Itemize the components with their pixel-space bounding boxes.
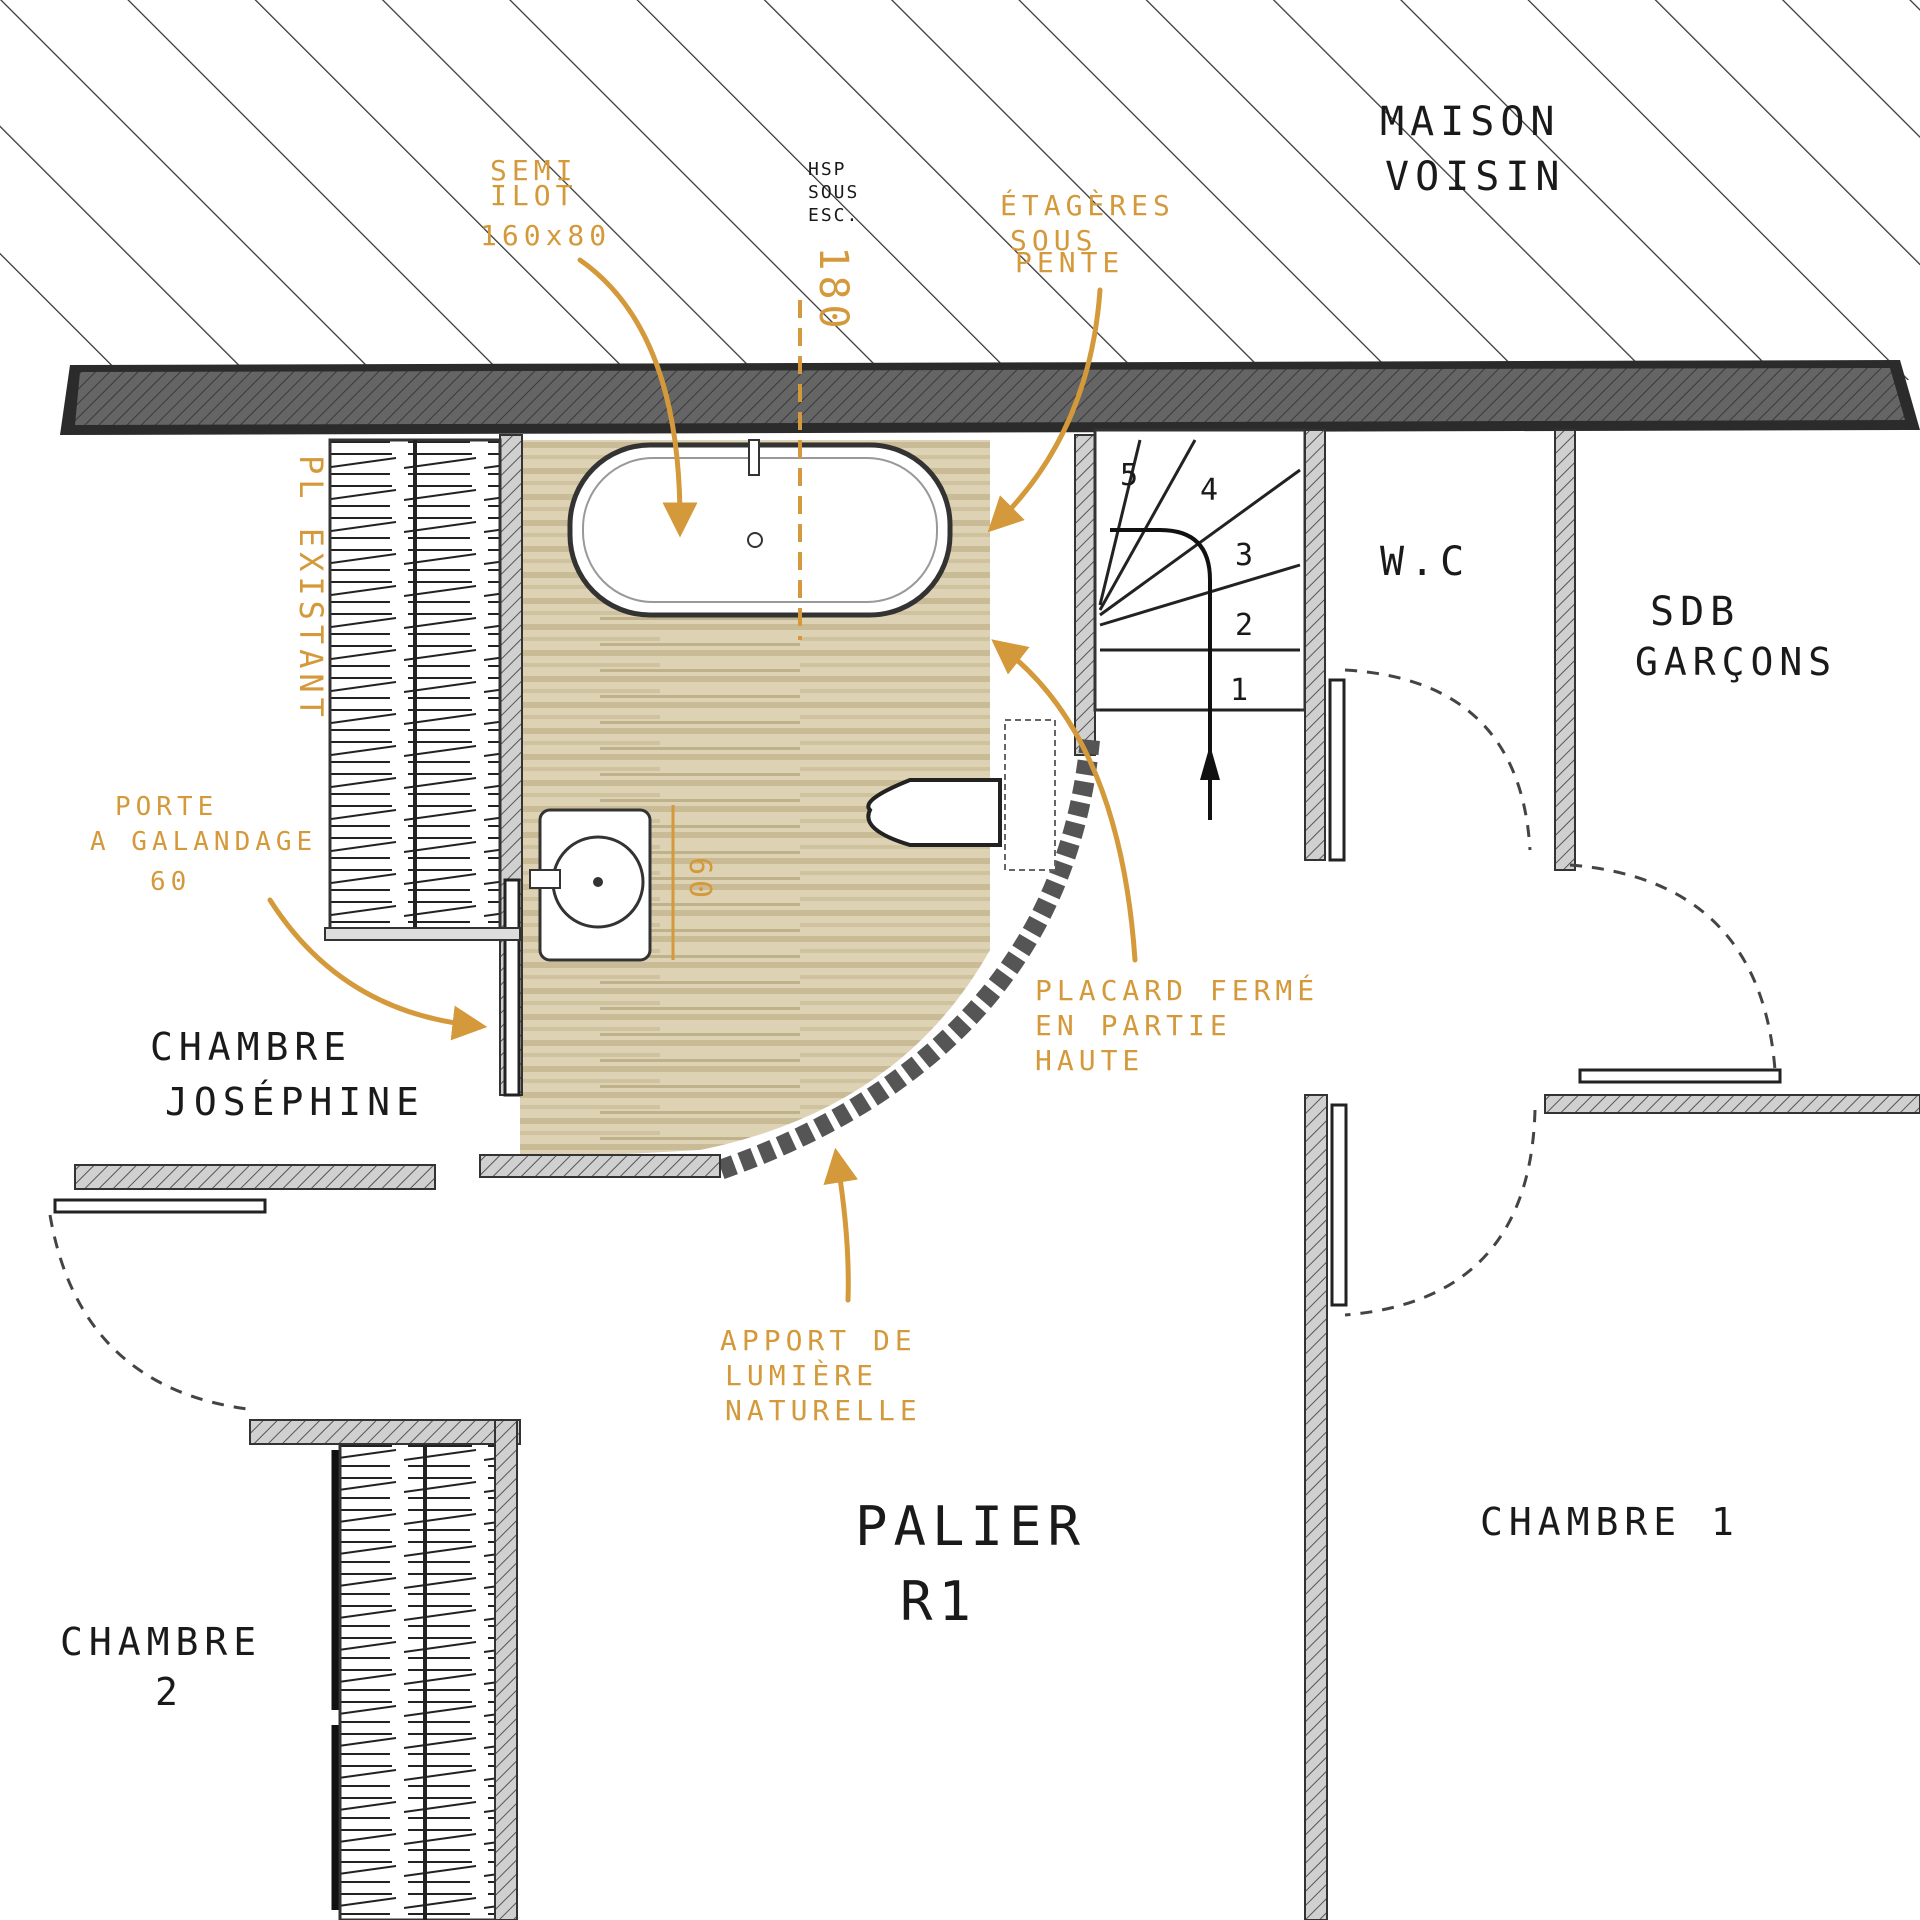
- chambre1-door-swing: [1344, 1109, 1537, 1317]
- arrow-etageres: [987, 287, 1103, 533]
- wc-right-wall: [1554, 429, 1576, 871]
- josephine-door-swing: [48, 1214, 256, 1412]
- closet-chambre-2: [249, 1419, 521, 1920]
- annotation-sous: SOUS: [808, 182, 859, 203]
- bathtub-icon: [567, 439, 953, 618]
- sliding-door: [503, 878, 521, 1097]
- arrow-galandage: [267, 897, 488, 1041]
- annotation-galandage-60: 60: [150, 867, 191, 897]
- wc-left-wall: [1304, 429, 1326, 861]
- stair-step-5: 5: [1120, 458, 1144, 493]
- annotation-etageres-sous: SOUS: [1010, 224, 1097, 257]
- label-sdb: SDB: [1650, 589, 1740, 635]
- label-chambre2-num: 2: [155, 1670, 184, 1714]
- annotation-lumiere: LUMIÈRE: [725, 1358, 878, 1392]
- curved-glass-block-wall: [716, 739, 1100, 1180]
- annotation-ilot: ILOT: [490, 179, 577, 212]
- chambre1-wall: [1304, 1094, 1328, 1920]
- annotation-naturelle: NATURELLE: [725, 1394, 922, 1427]
- label-voisin: VOISIN: [1385, 154, 1566, 200]
- bathroom-floor: [520, 440, 990, 1160]
- annotation-semi-ilot-dim: 160x80: [480, 219, 611, 252]
- sdb-bottom-wall: [1544, 1094, 1920, 1114]
- wc-door-leaf: [1328, 678, 1346, 862]
- annotation-semi: SEMI: [490, 154, 577, 187]
- annotation-hsp-value: 180: [810, 246, 856, 333]
- sink-dimension: 60: [671, 805, 717, 960]
- josephine-door-leaf: [53, 1198, 267, 1214]
- label-garcons: GARÇONS: [1635, 640, 1837, 684]
- bathroom-bottom-wall: [479, 1154, 721, 1178]
- label-wc: W.C: [1380, 539, 1470, 585]
- toilet-icon: [866, 719, 1056, 871]
- stair-step-4: 4: [1200, 473, 1224, 508]
- chambre1-door-leaf: [1330, 1103, 1348, 1307]
- label-josephine: JOSÉPHINE: [165, 1080, 425, 1124]
- annotation-apport: APPORT DE: [720, 1324, 917, 1357]
- label-r1: R1: [900, 1570, 977, 1633]
- existing-closet: [324, 438, 521, 941]
- arrow-semi-ilot: [577, 257, 698, 538]
- sdb-door-leaf: [1578, 1068, 1782, 1084]
- annotation-galandage: A GALANDAGE: [90, 827, 317, 857]
- label-chambre-josephine: CHAMBRE: [150, 1025, 352, 1069]
- josephine-wall: [74, 1164, 436, 1190]
- wc-door-swing: [1344, 668, 1532, 851]
- label-chambre2: CHAMBRE: [60, 1620, 262, 1664]
- annotation-porte: PORTE: [115, 792, 218, 822]
- stair-step-3: 3: [1235, 538, 1259, 573]
- annotation-hsp: HSP: [808, 159, 847, 180]
- annotation-etageres: ÉTAGÈRES: [1000, 188, 1175, 222]
- stair-step-1: 1: [1230, 673, 1254, 708]
- stairs: 1 2 3 4 5: [1093, 428, 1307, 820]
- sink-dimension-label: 60: [682, 857, 717, 903]
- bathroom-right-wall: [1074, 434, 1096, 756]
- label-maison: MAISON: [1380, 99, 1561, 145]
- arrow-placard: [991, 639, 1138, 963]
- annotation-placard-partie: EN PARTIE: [1035, 1009, 1232, 1042]
- annotation-placard: PLACARD FERMÉ: [1035, 973, 1319, 1007]
- annotation-esc: ESC.: [808, 205, 859, 226]
- annotation-placard-haute: HAUTE: [1035, 1044, 1144, 1077]
- arrow-apport: [823, 1147, 859, 1303]
- stair-arrow-icon: [1200, 745, 1220, 780]
- sink-icon: [529, 808, 652, 962]
- label-palier: PALIER: [855, 1495, 1086, 1558]
- neighbor-hatch-area: [0, 0, 1920, 380]
- stair-step-2: 2: [1235, 608, 1259, 643]
- sdb-door-swing: [1569, 863, 1777, 1071]
- annotation-etageres-pente: PENTE: [1015, 246, 1124, 279]
- annotation-pl-existant: PL EXISTANT: [292, 455, 330, 722]
- party-wall: [60, 360, 1920, 435]
- label-chambre1: CHAMBRE 1: [1480, 1500, 1740, 1544]
